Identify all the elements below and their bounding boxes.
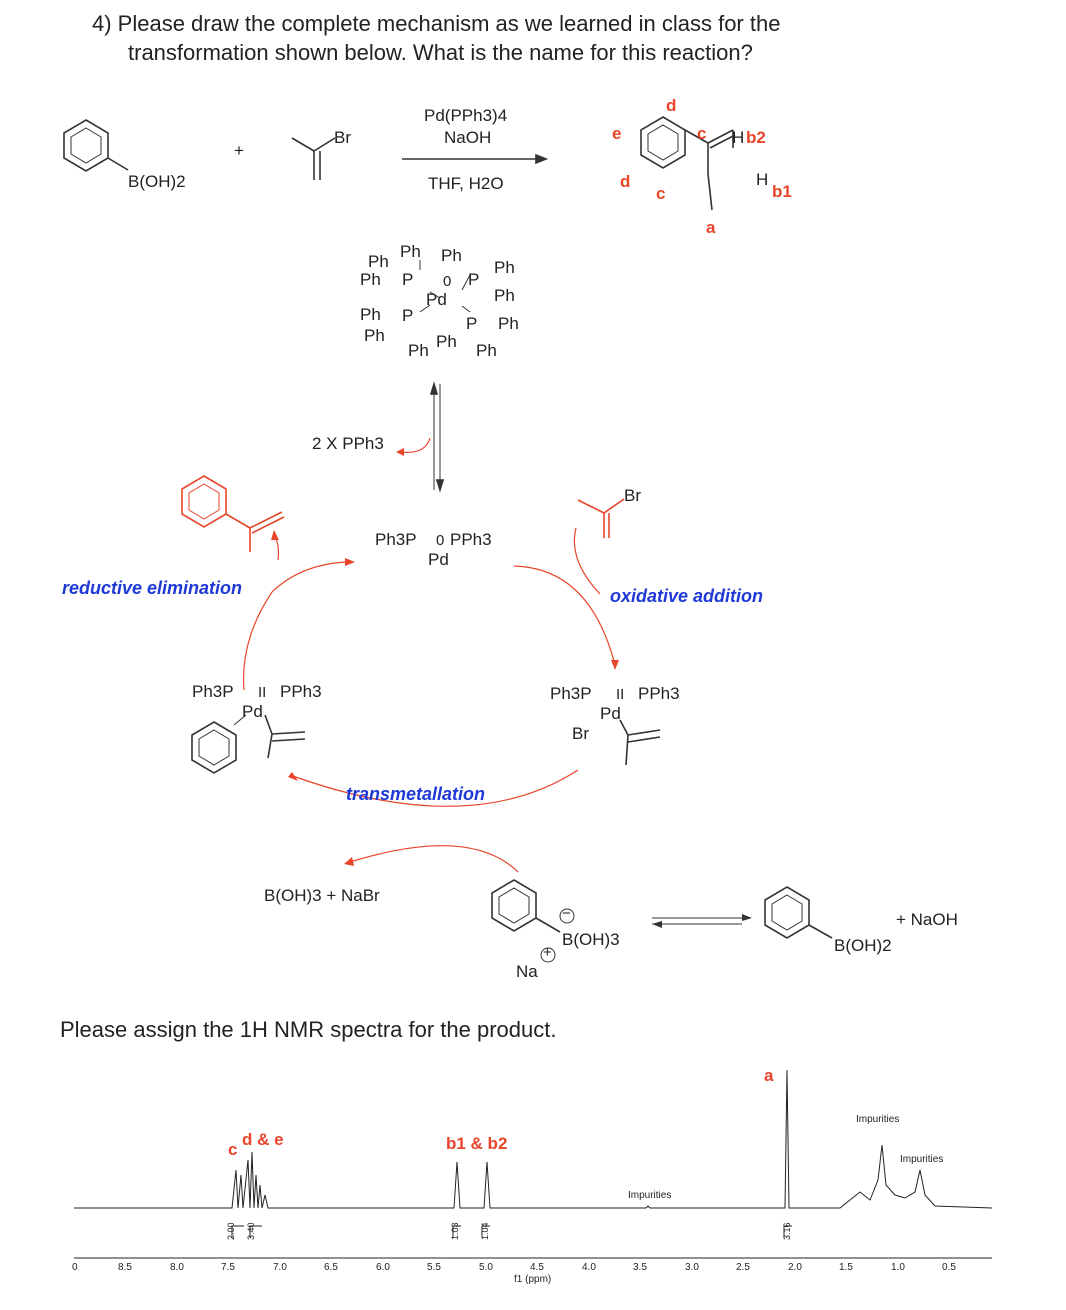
byproduct-label: B(OH)3 + NaBr xyxy=(264,886,380,905)
impurities-label-3: Impurities xyxy=(900,1154,944,1165)
vinyl-bromide-skeleton xyxy=(291,137,315,152)
ph-6: Ph xyxy=(494,286,515,305)
p-1: P xyxy=(402,270,414,289)
tick-1: 8.5 xyxy=(118,1262,132,1273)
product-label-b1: b1 xyxy=(772,182,792,201)
tick-8: 5.0 xyxy=(479,1262,493,1273)
tick-3: 7.5 xyxy=(221,1262,235,1273)
boronic-acid-label: B(OH)2 xyxy=(128,172,186,191)
p-3: P xyxy=(402,306,414,325)
reagent-catalyst: Pd(PPh3)4 xyxy=(424,106,508,125)
question-line-2: transformation shown below. What is the … xyxy=(128,40,753,65)
pd-center-1: Pd xyxy=(426,290,447,309)
tick-17: 0.5 xyxy=(942,1262,956,1273)
oxadd-bromide-label: Br xyxy=(624,486,641,505)
product-h-1: H xyxy=(732,128,745,147)
tick-9: 4.5 xyxy=(530,1262,544,1273)
ph-9: Ph xyxy=(364,326,385,345)
tick-0: 0 xyxy=(72,1262,78,1273)
integral-5: 3.16 xyxy=(782,1222,792,1240)
ph-11: Ph xyxy=(408,341,429,360)
tick-14: 2.0 xyxy=(788,1262,802,1273)
pd2-left-ligand-a: Ph3P xyxy=(192,682,234,701)
peak-label-c: c xyxy=(228,1140,238,1159)
product-label-d-bottom: d xyxy=(620,172,631,191)
pd2-right-ligand-b: PPh3 xyxy=(638,684,680,703)
ph-8: Ph xyxy=(498,314,519,333)
tick-12: 3.0 xyxy=(685,1262,699,1273)
step-transmetallation: transmetallation xyxy=(346,784,486,804)
product-label-e: e xyxy=(612,124,622,143)
pd0-metal: Pd xyxy=(428,550,449,569)
benzene-ring-reactant xyxy=(63,119,109,172)
pd0-left-ligand: Ph3P xyxy=(375,530,417,549)
pd2-left-ox: II xyxy=(258,684,267,701)
pd2-right-ligand-a: Ph3P xyxy=(550,684,592,703)
ph-2: Ph xyxy=(400,242,421,261)
step-reductive-elimination: reductive elimination xyxy=(62,578,243,598)
tick-10: 4.0 xyxy=(582,1262,596,1273)
pd0-ox-state: 0 xyxy=(436,532,445,549)
nmr-trace xyxy=(74,1069,993,1209)
integral-1: 2.00 xyxy=(226,1222,236,1240)
step-oxidative-addition: oxidative addition xyxy=(610,586,764,606)
ph-12: Ph xyxy=(476,341,497,360)
tick-13: 2.5 xyxy=(736,1262,750,1273)
integral-4: 1.04 xyxy=(480,1222,490,1240)
tick-11: 3.5 xyxy=(633,1262,647,1273)
boronic-acid-right-label: B(OH)2 xyxy=(834,936,892,955)
pd2-right-ox: II xyxy=(616,686,625,703)
question-line-1: 4) Please draw the complete mechanism as… xyxy=(92,11,781,36)
tick-5: 6.5 xyxy=(324,1262,338,1273)
ph-4: Ph xyxy=(494,258,515,277)
pd2-right-bromide: Br xyxy=(572,724,589,743)
ligand-loss-note: 2 X PPh3 xyxy=(312,434,384,453)
peak-label-a: a xyxy=(764,1066,774,1085)
product-h-2: H xyxy=(756,170,769,189)
tick-4: 7.0 xyxy=(273,1262,287,1273)
ph-10: Ph xyxy=(436,332,457,351)
peak-label-b: b1 & b2 xyxy=(446,1134,508,1153)
pd0-right-ligand: PPh3 xyxy=(450,530,492,549)
p-4: P xyxy=(466,314,478,333)
product-label-b2: b2 xyxy=(746,128,766,147)
product-label-c-top: c xyxy=(697,124,707,143)
peak-label-de: d & e xyxy=(242,1130,284,1149)
borate-group: B(OH)3 xyxy=(562,930,620,949)
tick-6: 6.0 xyxy=(376,1262,390,1273)
impurities-label-2: Impurities xyxy=(856,1114,900,1125)
tick-15: 1.5 xyxy=(839,1262,853,1273)
integral-3: 1.03 xyxy=(450,1222,460,1240)
nmr-prompt: Please assign the 1H NMR spectra for the… xyxy=(60,1017,557,1042)
sodium-label: Na xyxy=(516,962,538,981)
p-2: P xyxy=(468,270,480,289)
pd2-right-metal: Pd xyxy=(600,704,621,723)
integral-2: 3.40 xyxy=(246,1222,256,1240)
ph-1: Ph xyxy=(368,252,389,271)
plus-sign: + xyxy=(234,141,244,160)
naoh-label: + NaOH xyxy=(896,910,958,929)
pd2-left-ligand-b: PPh3 xyxy=(280,682,322,701)
sodium-plus: + xyxy=(543,944,552,961)
axis-label: f1 (ppm) xyxy=(514,1274,552,1285)
ox-zero-1: 0 xyxy=(443,273,452,290)
reagent-base: NaOH xyxy=(444,128,492,147)
pd2-left-metal: Pd xyxy=(242,702,263,721)
tick-7: 5.5 xyxy=(427,1262,441,1273)
reagent-solvent: THF, H2O xyxy=(428,174,504,193)
product-label-d-top: d xyxy=(666,96,677,115)
ph-5: Ph xyxy=(360,270,381,289)
product-label-c-bottom: c xyxy=(656,184,666,203)
tick-2: 8.0 xyxy=(170,1262,184,1273)
ph-3: Ph xyxy=(441,246,462,265)
ph-7: Ph xyxy=(360,305,381,324)
tick-16: 1.0 xyxy=(891,1262,905,1273)
product-label-a: a xyxy=(706,218,716,237)
impurities-label-1: Impurities xyxy=(628,1190,672,1201)
borate-minus: − xyxy=(562,905,571,922)
bromide-label: Br xyxy=(334,128,351,147)
